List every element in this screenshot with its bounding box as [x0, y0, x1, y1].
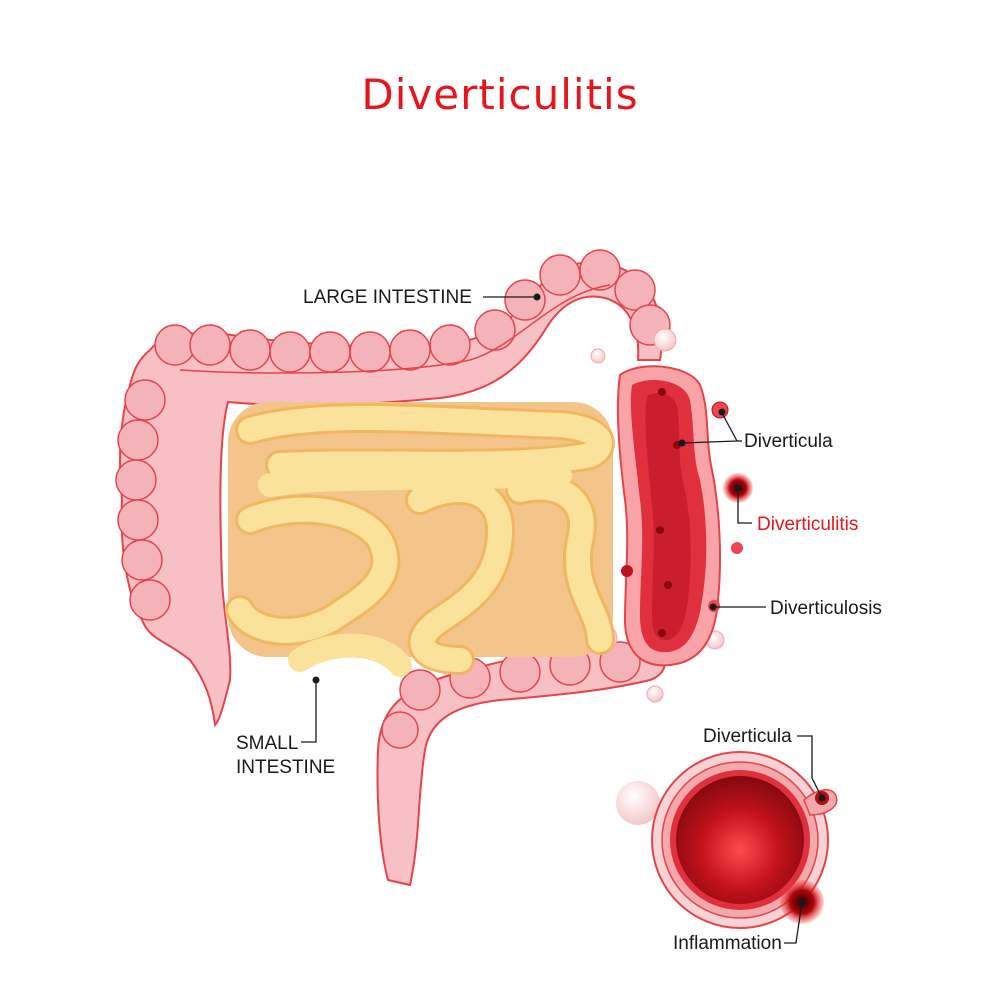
inflamed-colon-segment: [616, 365, 753, 667]
label-diverticulosis: Diverticulosis: [770, 598, 882, 619]
cross-section-outer-pouch: [616, 781, 660, 825]
label-cross-section-diverticula: Diverticula: [703, 726, 792, 747]
label-diverticulitis: Diverticulitis: [757, 514, 859, 535]
diagram-title: Diverticulitis: [361, 70, 639, 119]
label-large-intestine: LARGE INTESTINE: [303, 287, 472, 308]
label-cross-section-inflammation: Inflammation: [673, 933, 782, 954]
leader-lines: [301, 296, 823, 944]
label-diverticula: Diverticula: [744, 431, 833, 452]
label-small-intestine-line2: INTESTINE: [236, 757, 336, 778]
taenia-line: [179, 284, 611, 374]
colon-cross-section: [616, 751, 838, 929]
label-small-intestine-line1: SMALL: [236, 733, 299, 754]
large-intestine: [115, 249, 725, 887]
cross-section-lumen: [676, 776, 804, 904]
small-intestine: [225, 402, 615, 677]
